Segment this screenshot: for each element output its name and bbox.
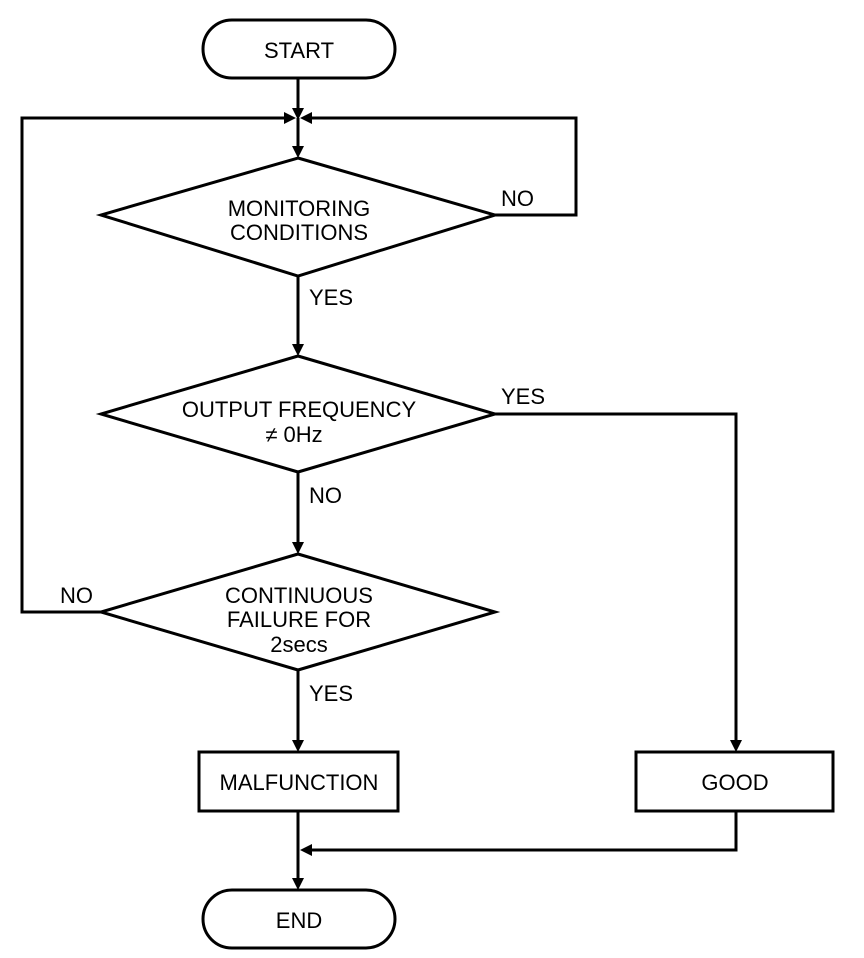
continuous-failure-label-line2: FAILURE FOR <box>227 607 371 632</box>
edge-label-failure-yes: YES <box>309 681 353 706</box>
continuous-failure-label-line3: 2secs <box>270 632 327 657</box>
end-label: END <box>276 908 322 933</box>
edge-monitoring-no-loop <box>312 116 578 217</box>
continuous-failure-label-line1: CONTINUOUS <box>225 583 373 608</box>
arrowhead-monitoring-in <box>292 146 304 158</box>
edge-good-to-end <box>312 811 738 852</box>
edge-failure-no-loop <box>20 116 284 614</box>
monitoring-label-line1: MONITORING <box>228 196 371 221</box>
continuous-failure-decision: CONTINUOUS FAILURE FOR 2secs <box>95 552 501 672</box>
output-frequency-label-line2: ≠ 0Hz <box>265 422 322 447</box>
arrowhead-good-in <box>730 740 742 752</box>
edge-label-output-no: NO <box>309 483 342 508</box>
arrowhead-malfunction-in <box>292 740 304 752</box>
edge-label-monitoring-no: NO <box>501 186 534 211</box>
edge-label-output-yes: YES <box>501 384 545 409</box>
malfunction-process: MALFUNCTION <box>197 750 400 813</box>
edge-label-failure-no: NO <box>60 583 93 608</box>
output-frequency-decision: OUTPUT FREQUENCY ≠ 0Hz <box>95 354 501 474</box>
start-node: START <box>201 18 397 80</box>
arrowhead-monitoring-no-return <box>300 112 312 124</box>
arrowhead-end-in <box>292 878 304 890</box>
arrowhead-start-merge <box>292 108 304 120</box>
good-label: GOOD <box>701 770 768 795</box>
arrowhead-output-in <box>292 344 304 356</box>
good-process: GOOD <box>634 750 835 813</box>
arrowhead-failure-no-return <box>284 112 296 124</box>
output-frequency-label-line1: OUTPUT FREQUENCY <box>182 397 417 422</box>
monitoring-conditions-decision: MONITORING CONDITIONS <box>95 156 501 278</box>
arrowhead-good-merge <box>300 844 312 856</box>
start-label: START <box>264 38 334 63</box>
edge-label-monitoring-yes: YES <box>309 285 353 310</box>
arrowhead-failure-in <box>292 542 304 554</box>
monitoring-label-line2: CONDITIONS <box>230 220 368 245</box>
malfunction-label: MALFUNCTION <box>220 770 379 795</box>
end-node: END <box>201 888 397 950</box>
edge-output-yes <box>495 412 738 740</box>
